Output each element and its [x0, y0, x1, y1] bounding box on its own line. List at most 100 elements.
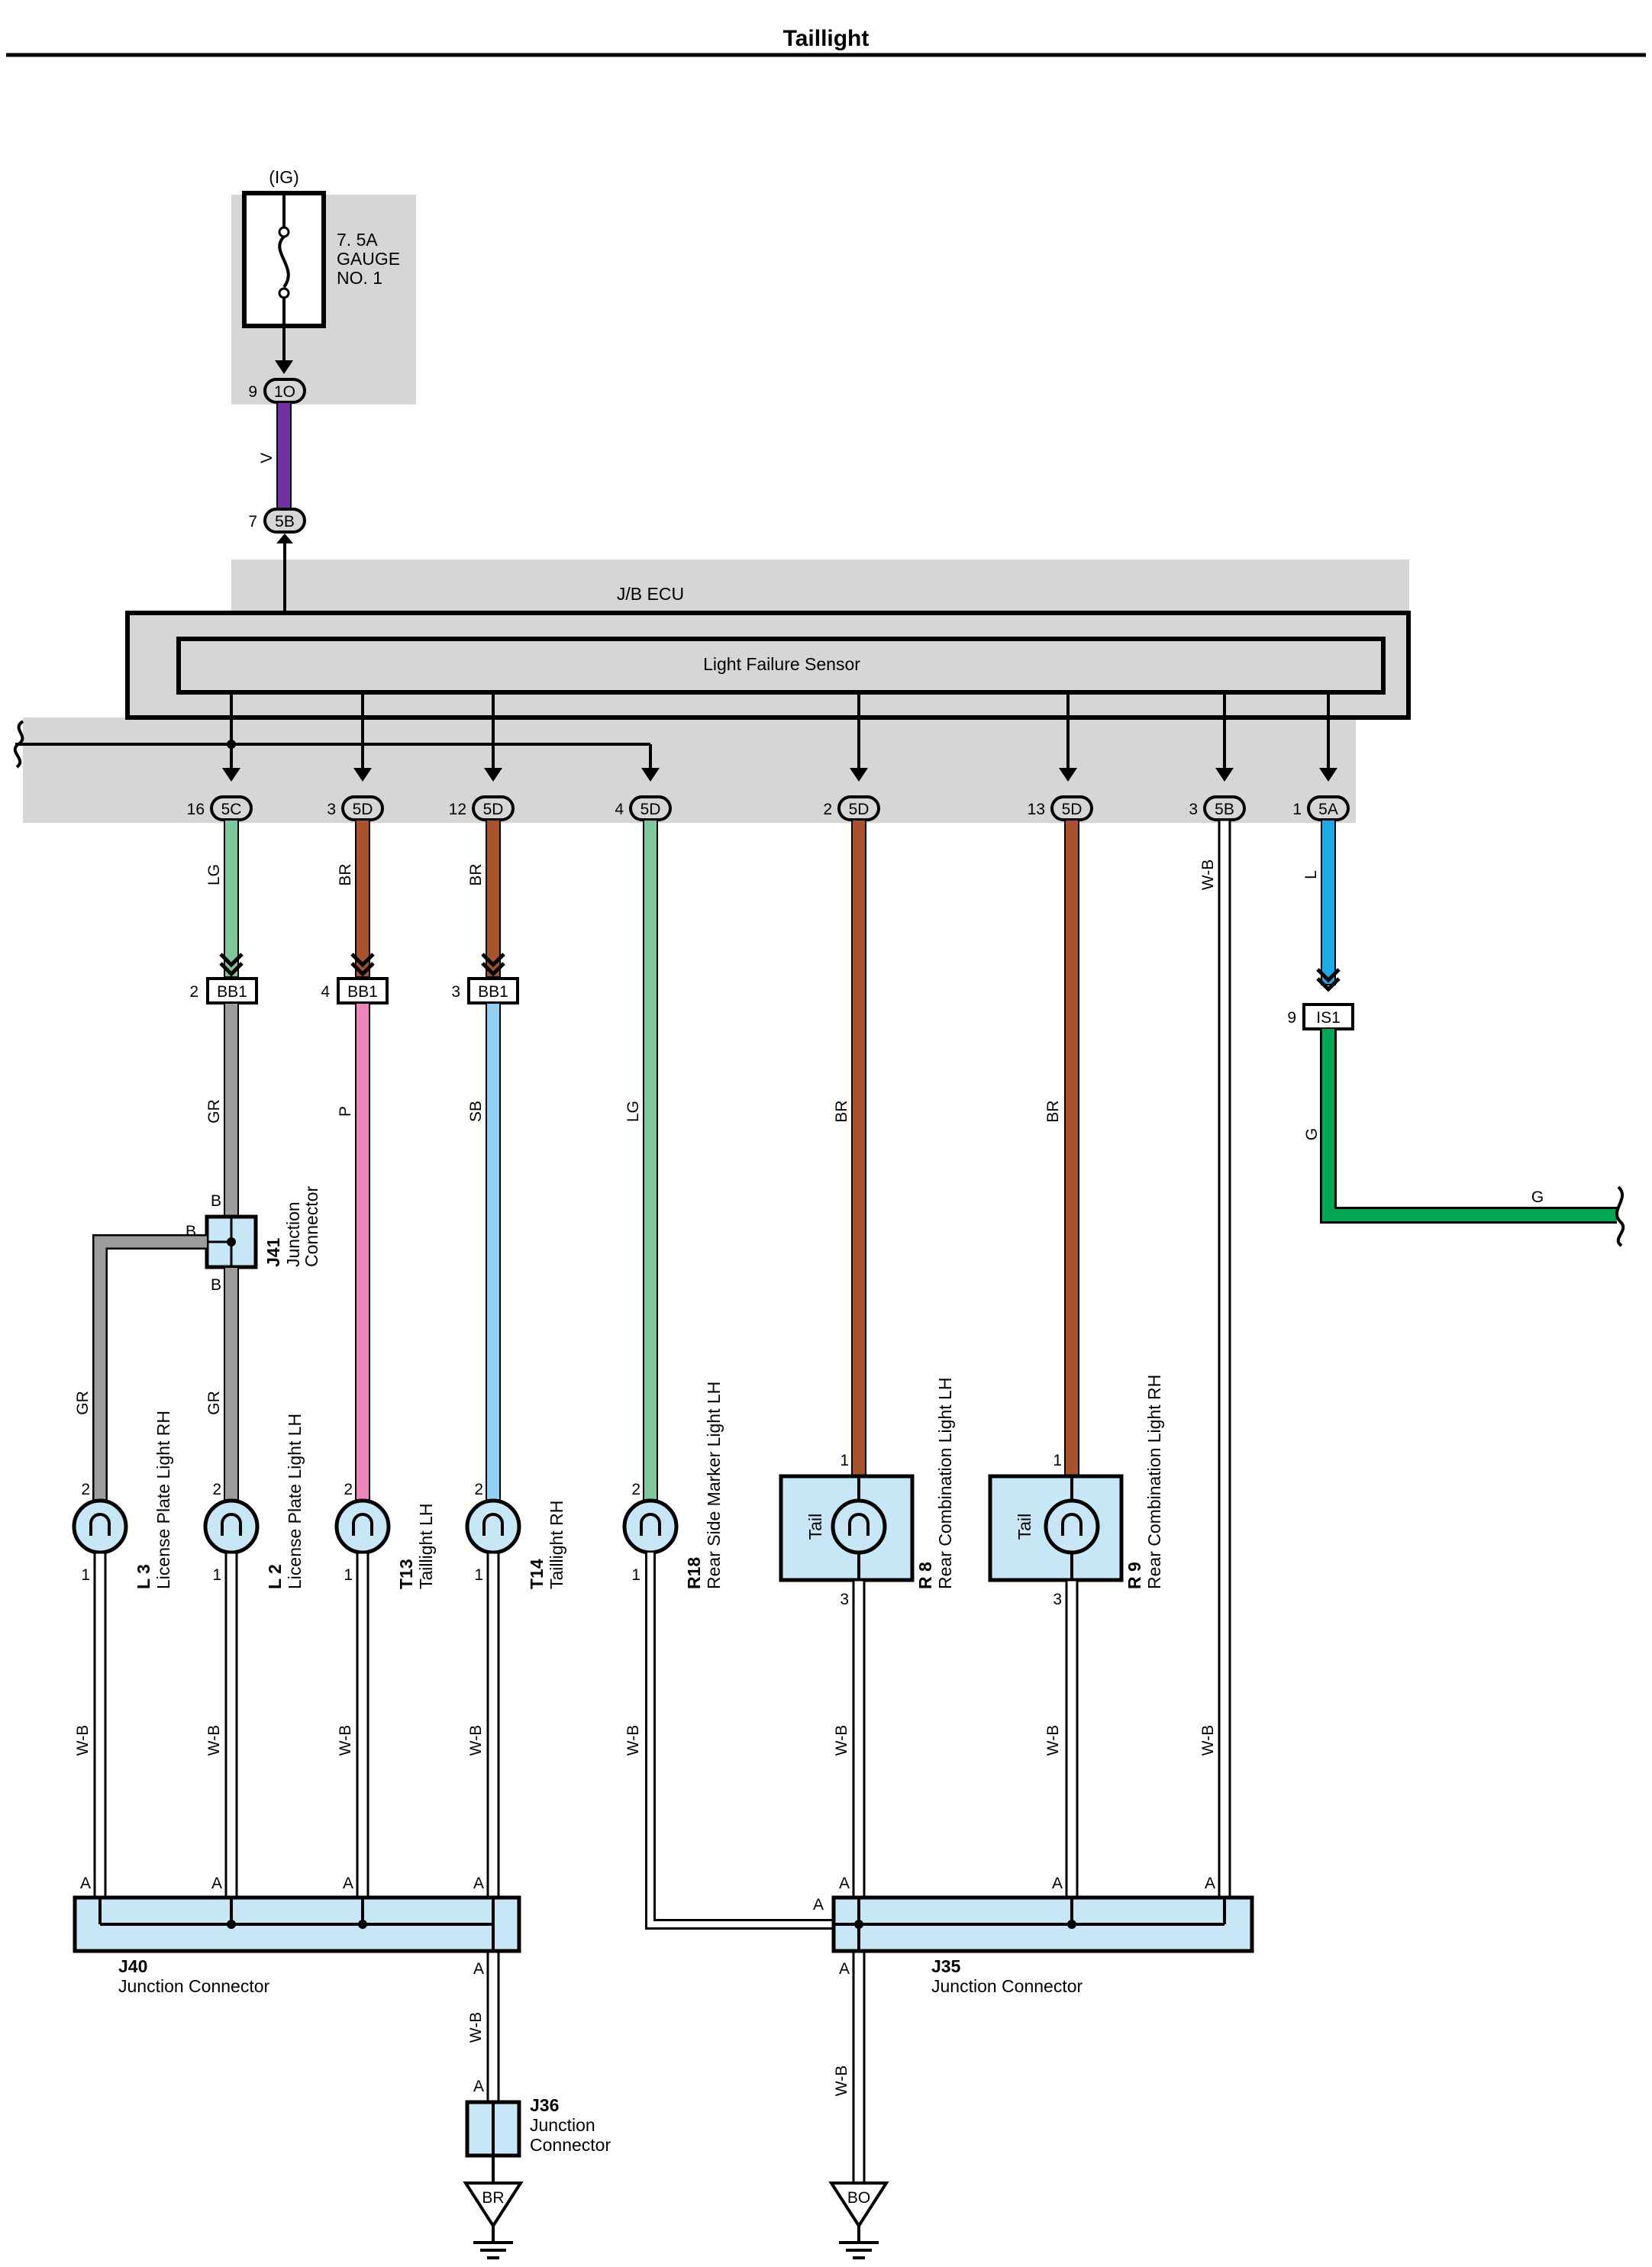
svg-text:W-B: W-B: [833, 2065, 850, 2096]
svg-text:W-B: W-B: [74, 1725, 92, 1756]
wire-label-p: P: [337, 1106, 354, 1117]
j35-pin-labels: A A A A A: [813, 1875, 1215, 1978]
svg-text:BB1: BB1: [347, 983, 378, 1001]
connector-5B-in: [263, 508, 306, 534]
j41-pin-b-bottom: B: [211, 1276, 221, 1294]
ecu-output-connector-3: 5D 12: [449, 795, 515, 821]
j36-junction-connector: [465, 2100, 521, 2158]
svg-text:A: A: [343, 1875, 353, 1892]
svg-text:4: 4: [321, 983, 330, 1001]
svg-text:A: A: [211, 1875, 222, 1892]
svg-text:A: A: [839, 1960, 850, 1978]
svg-text:W-B: W-B: [1199, 1725, 1217, 1756]
j36-pin-a: A: [473, 2078, 484, 2095]
r18-id: R18: [684, 1557, 704, 1589]
fuse-name-line1: GAUGE: [337, 249, 400, 269]
r8-rear-combination-light: [779, 1474, 915, 1582]
j40-id: J40: [118, 1956, 147, 1976]
svg-text:W-B: W-B: [337, 1725, 354, 1756]
ecu-output-connector-7: 5B 3: [1189, 795, 1246, 821]
connector-5B-in-pin: 7: [248, 513, 257, 530]
r9-lamp-label: Tail: [1015, 1514, 1034, 1540]
svg-text:W-B: W-B: [205, 1725, 223, 1756]
svg-text:A: A: [1052, 1875, 1063, 1892]
wire-g: [1320, 1029, 1617, 1224]
ecu-output-connector-4: 5D 4: [615, 795, 672, 821]
l2-name: License Plate Light LH: [285, 1414, 305, 1589]
bulb-l2-icon: [205, 1501, 257, 1553]
t13-pin-2: 2: [344, 1481, 353, 1498]
svg-text:5B: 5B: [1215, 801, 1234, 818]
wire-label-br-4: BR: [1044, 1100, 1062, 1122]
j36-line2: Connector: [530, 2135, 611, 2155]
svg-text:A: A: [473, 1960, 484, 1978]
ground-br-label: BR: [482, 2189, 504, 2207]
svg-text:BB1: BB1: [217, 983, 247, 1001]
ecu-output-connector-8: 5A 1: [1292, 795, 1350, 821]
j40-junction-connector: [73, 1895, 521, 1953]
t14-pin-2: 2: [474, 1481, 483, 1498]
wire-sb: [486, 1002, 501, 1501]
l3-id: L 3: [134, 1564, 153, 1589]
r9-pin-3: 3: [1053, 1591, 1062, 1608]
wire-gr-3: [224, 1266, 239, 1501]
wire-lg-1: [224, 819, 239, 978]
wire-label-br-1: BR: [337, 863, 354, 885]
svg-text:3: 3: [327, 801, 336, 818]
l2-pin-1: 1: [212, 1566, 221, 1584]
wire-label-gr-1: GR: [205, 1099, 223, 1124]
svg-text:IS1: IS1: [1316, 1009, 1341, 1027]
wire-label-br-3: BR: [833, 1100, 850, 1122]
wire-label-g-horizontal: G: [1531, 1188, 1544, 1206]
t14-id: T14: [527, 1559, 547, 1589]
wire-w-b-ecu: [1218, 818, 1231, 1899]
svg-text:3: 3: [451, 983, 460, 1001]
bulb-r18-icon: [624, 1501, 676, 1553]
r8-name: Rear Combination Light LH: [935, 1378, 955, 1589]
ecu-output-connector-2: 5D 3: [327, 795, 384, 821]
svg-text:A: A: [80, 1875, 91, 1892]
svg-text:5C: 5C: [221, 801, 242, 818]
wire-l: [1321, 819, 1336, 985]
connector-1O-pin: 9: [248, 383, 257, 401]
svg-text:W-B: W-B: [467, 2012, 485, 2043]
wire-v-label: V: [258, 453, 276, 463]
light-failure-sensor-label: Light Failure Sensor: [703, 654, 860, 674]
ecu-output-connector-1: 5C 16: [187, 795, 253, 821]
wire-label-g-vertical: G: [1303, 1128, 1321, 1140]
svg-text:A: A: [473, 1875, 484, 1892]
svg-text:12: 12: [449, 801, 466, 818]
j35-id: J35: [931, 1956, 961, 1976]
svg-text:2: 2: [823, 801, 832, 818]
svg-text:5D: 5D: [353, 801, 373, 818]
ground-bo-label: BO: [847, 2189, 870, 2207]
wire-label-sb: SB: [467, 1101, 485, 1122]
l3-name: License Plate Light RH: [153, 1411, 173, 1589]
svg-text:16: 16: [187, 801, 205, 818]
connector-5B-in-code: 5B: [275, 513, 295, 530]
svg-text:5D: 5D: [1062, 801, 1083, 818]
svg-text:1: 1: [1292, 801, 1302, 818]
l3-pin-2: 2: [81, 1481, 90, 1498]
wire-br-3: [851, 819, 866, 1477]
bulb-t13-icon: [337, 1501, 389, 1553]
svg-text:5A: 5A: [1318, 801, 1338, 818]
wire-br-1: [355, 819, 370, 978]
wire-label-w-b-ecu: W-B: [1199, 859, 1217, 890]
svg-text:W-B: W-B: [467, 1725, 485, 1756]
svg-text:A: A: [813, 1896, 824, 1914]
l2-id: L 2: [265, 1564, 285, 1589]
r18-pin-1: 1: [631, 1566, 640, 1584]
r18-pin-2: 2: [631, 1481, 640, 1498]
svg-text:3: 3: [1189, 801, 1198, 818]
bb1-connector-3: BB1 3: [451, 977, 519, 1005]
svg-text:5D: 5D: [849, 801, 870, 818]
ecu-output-connector-6: 5D 13: [1028, 795, 1093, 821]
j41-line2: Connector: [302, 1186, 321, 1267]
bulb-t14-icon: [467, 1501, 519, 1553]
fuse-icon: [278, 193, 290, 326]
bulb-l3-icon: [74, 1501, 126, 1553]
ecu-output-connector-5: 5D 2: [823, 795, 880, 821]
t13-pin-1: 1: [344, 1566, 353, 1584]
